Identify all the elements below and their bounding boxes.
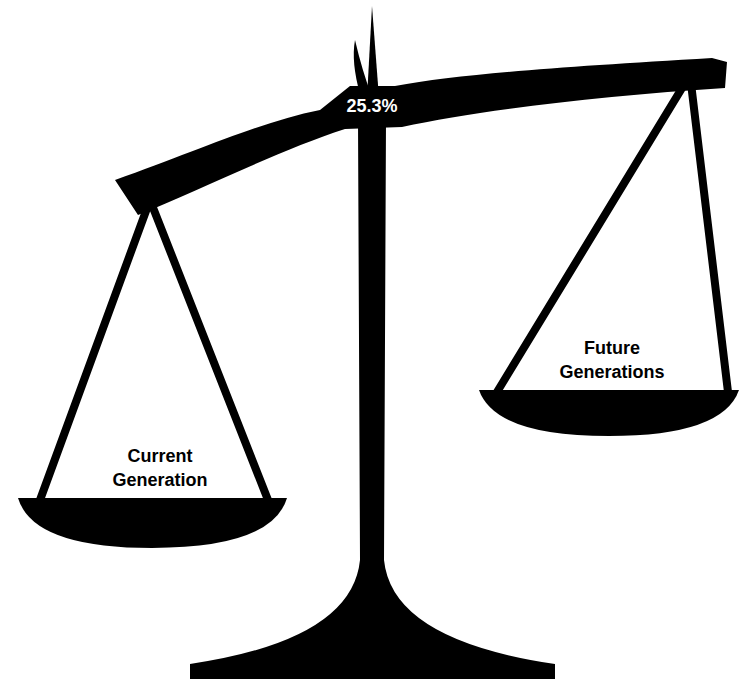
pan-caption: Future Generations (549, 336, 675, 385)
right-pan-strings (497, 75, 728, 392)
scale-spike (367, 6, 379, 98)
scale-hook (354, 40, 371, 94)
scale-beam (115, 58, 727, 215)
left-pan-strings (40, 200, 268, 500)
left-pan (18, 498, 287, 548)
pan-load: Future Generations (549, 336, 675, 385)
pan-caption: Current Generation (99, 444, 221, 493)
pan-load: Current Generation (99, 444, 221, 493)
right-pan (479, 390, 739, 436)
percentage-value: 25.3% (346, 96, 397, 118)
